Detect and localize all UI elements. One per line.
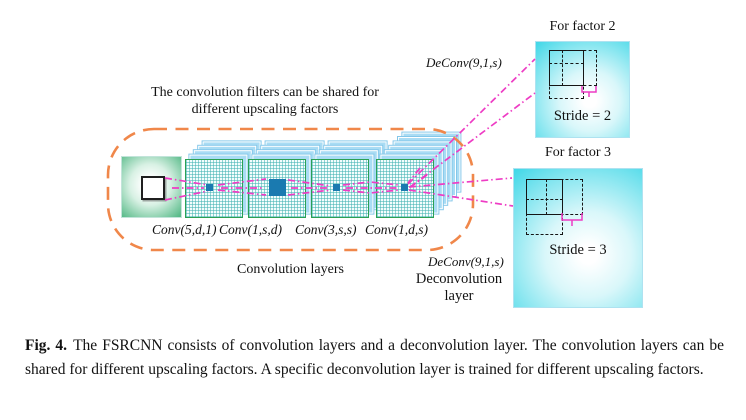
conv-stack-3: [311, 141, 387, 218]
factor3-stride-label: Stride = 3: [549, 242, 607, 258]
deconv-layer-line1: Deconvolution: [415, 271, 503, 287]
shared-filters-note-line1: The convolution filters can be shared fo…: [151, 85, 379, 100]
deconv-layer-line2: layer: [444, 288, 474, 304]
conv-stack-1: [185, 141, 261, 218]
factor3-title: For factor 3: [544, 145, 612, 160]
factor3-deconv-patch: [526, 179, 563, 215]
factor2-stride-label: Stride = 2: [553, 108, 612, 124]
input-patch-square: [141, 176, 165, 200]
conv-label-1: Conv(5,d,1): [152, 222, 217, 237]
conv-face-grid: [376, 159, 434, 218]
deconv-label-bottom: DeConv(9,1,s): [428, 254, 504, 269]
caption-text: The FSRCNN consists of convolution layer…: [25, 337, 724, 378]
conv-face-grid: [311, 159, 369, 218]
caption-fig-label: Fig. 4.: [25, 337, 68, 354]
factor2-deconv-patch: [549, 50, 584, 86]
conv-stack-2: [248, 141, 324, 218]
deconv-layer-label: Deconvolution layer: [407, 271, 511, 305]
factor2-title: For factor 2: [549, 19, 616, 34]
conv-label-3: Conv(3,s,s): [295, 222, 357, 237]
conv-label-2: Conv(1,s,d): [219, 222, 282, 237]
factor2-panel: Stride = 2: [535, 41, 630, 138]
conv-face-grid: [248, 159, 306, 218]
shared-filters-note-line2: different upscaling factors: [191, 102, 339, 117]
conv-layers-label: Convolution layers: [237, 262, 344, 277]
shared-filters-note: The convolution filters can be shared fo…: [145, 84, 385, 118]
factor3-panel: Stride = 3: [513, 168, 643, 308]
figure-caption: Fig. 4.The FSRCNN consists of convolutio…: [25, 334, 724, 382]
conv-stack-4: [376, 132, 461, 218]
conv-label-4: Conv(1,d,s): [365, 222, 428, 237]
conv-face-grid: [185, 159, 243, 218]
deconv-label-top: DeConv(9,1,s): [426, 55, 502, 70]
